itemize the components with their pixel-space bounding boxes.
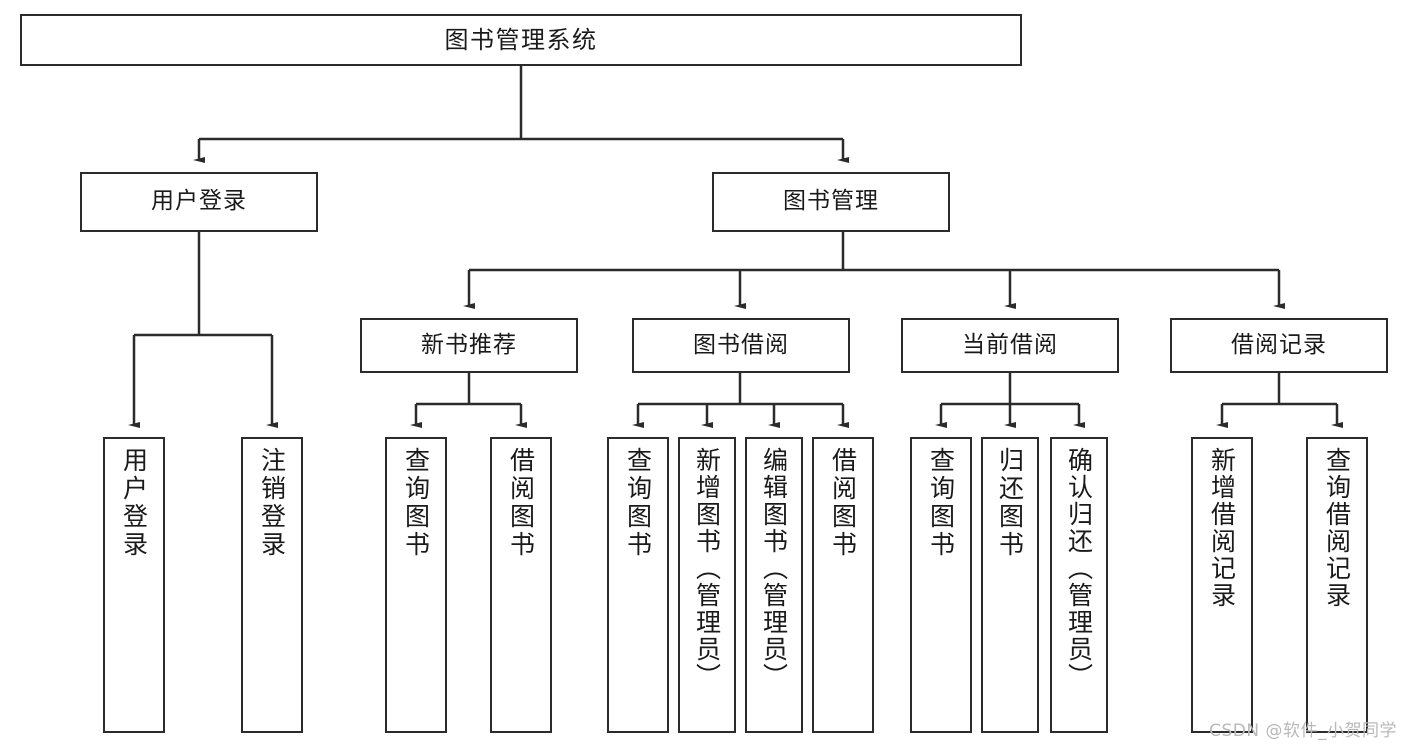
node-leaf-user-login[interactable]: 用户登录	[103, 437, 165, 733]
node-leaf-borrow-book-recommend[interactable]: 借阅图书	[490, 437, 552, 733]
node-leaf-borrow-book[interactable]: 借阅图书	[812, 437, 874, 733]
node-label: 当前借阅	[962, 331, 1058, 358]
node-label: 查询图书	[926, 447, 956, 559]
node-label: 新增借阅记录	[1207, 447, 1237, 609]
node-label: 编辑图书（管理员）	[759, 447, 789, 690]
node-label: 图书管理系统	[444, 25, 598, 54]
node-label: 确认归还（管理员）	[1064, 447, 1094, 690]
node-borrow-record[interactable]: 借阅记录	[1170, 318, 1388, 373]
node-user-login[interactable]: 用户登录	[80, 172, 318, 232]
node-leaf-add-borrow-record[interactable]: 新增借阅记录	[1191, 437, 1253, 733]
node-leaf-add-book-admin[interactable]: 新增图书（管理员）	[678, 437, 736, 733]
node-leaf-query-book-current[interactable]: 查询图书	[910, 437, 972, 733]
node-label: 用户登录	[151, 188, 247, 215]
node-current-borrow[interactable]: 当前借阅	[901, 318, 1119, 373]
node-label: 借阅图书	[506, 447, 536, 559]
node-leaf-logout[interactable]: 注销登录	[241, 437, 303, 733]
node-new-book-recommend[interactable]: 新书推荐	[360, 318, 578, 373]
node-label: 新书推荐	[421, 331, 517, 358]
node-label: 归还图书	[995, 447, 1025, 559]
node-leaf-query-borrow-record[interactable]: 查询借阅记录	[1306, 437, 1368, 733]
node-leaf-edit-book-admin[interactable]: 编辑图书（管理员）	[745, 437, 803, 733]
node-leaf-query-book-recommend[interactable]: 查询图书	[385, 437, 447, 733]
node-label: 注销登录	[257, 447, 287, 559]
node-label: 借阅记录	[1231, 331, 1327, 358]
node-label: 图书管理	[783, 188, 879, 215]
node-label: 新增图书（管理员）	[692, 447, 722, 690]
watermark-text: CSDN @软件_小贺同学	[1209, 721, 1397, 741]
node-label: 查询图书	[623, 447, 653, 559]
node-label: 查询图书	[401, 447, 431, 559]
node-book-management[interactable]: 图书管理	[712, 172, 950, 232]
node-label: 图书借阅	[693, 331, 789, 358]
node-label: 查询借阅记录	[1322, 447, 1352, 609]
node-book-borrow[interactable]: 图书借阅	[632, 318, 850, 373]
node-label: 借阅图书	[828, 447, 858, 559]
node-label: 用户登录	[119, 447, 149, 559]
node-leaf-return-book[interactable]: 归还图书	[981, 437, 1039, 733]
node-leaf-query-book-borrow[interactable]: 查询图书	[607, 437, 669, 733]
node-root-system[interactable]: 图书管理系统	[20, 14, 1022, 66]
node-leaf-confirm-return-admin[interactable]: 确认归还（管理员）	[1050, 437, 1108, 733]
